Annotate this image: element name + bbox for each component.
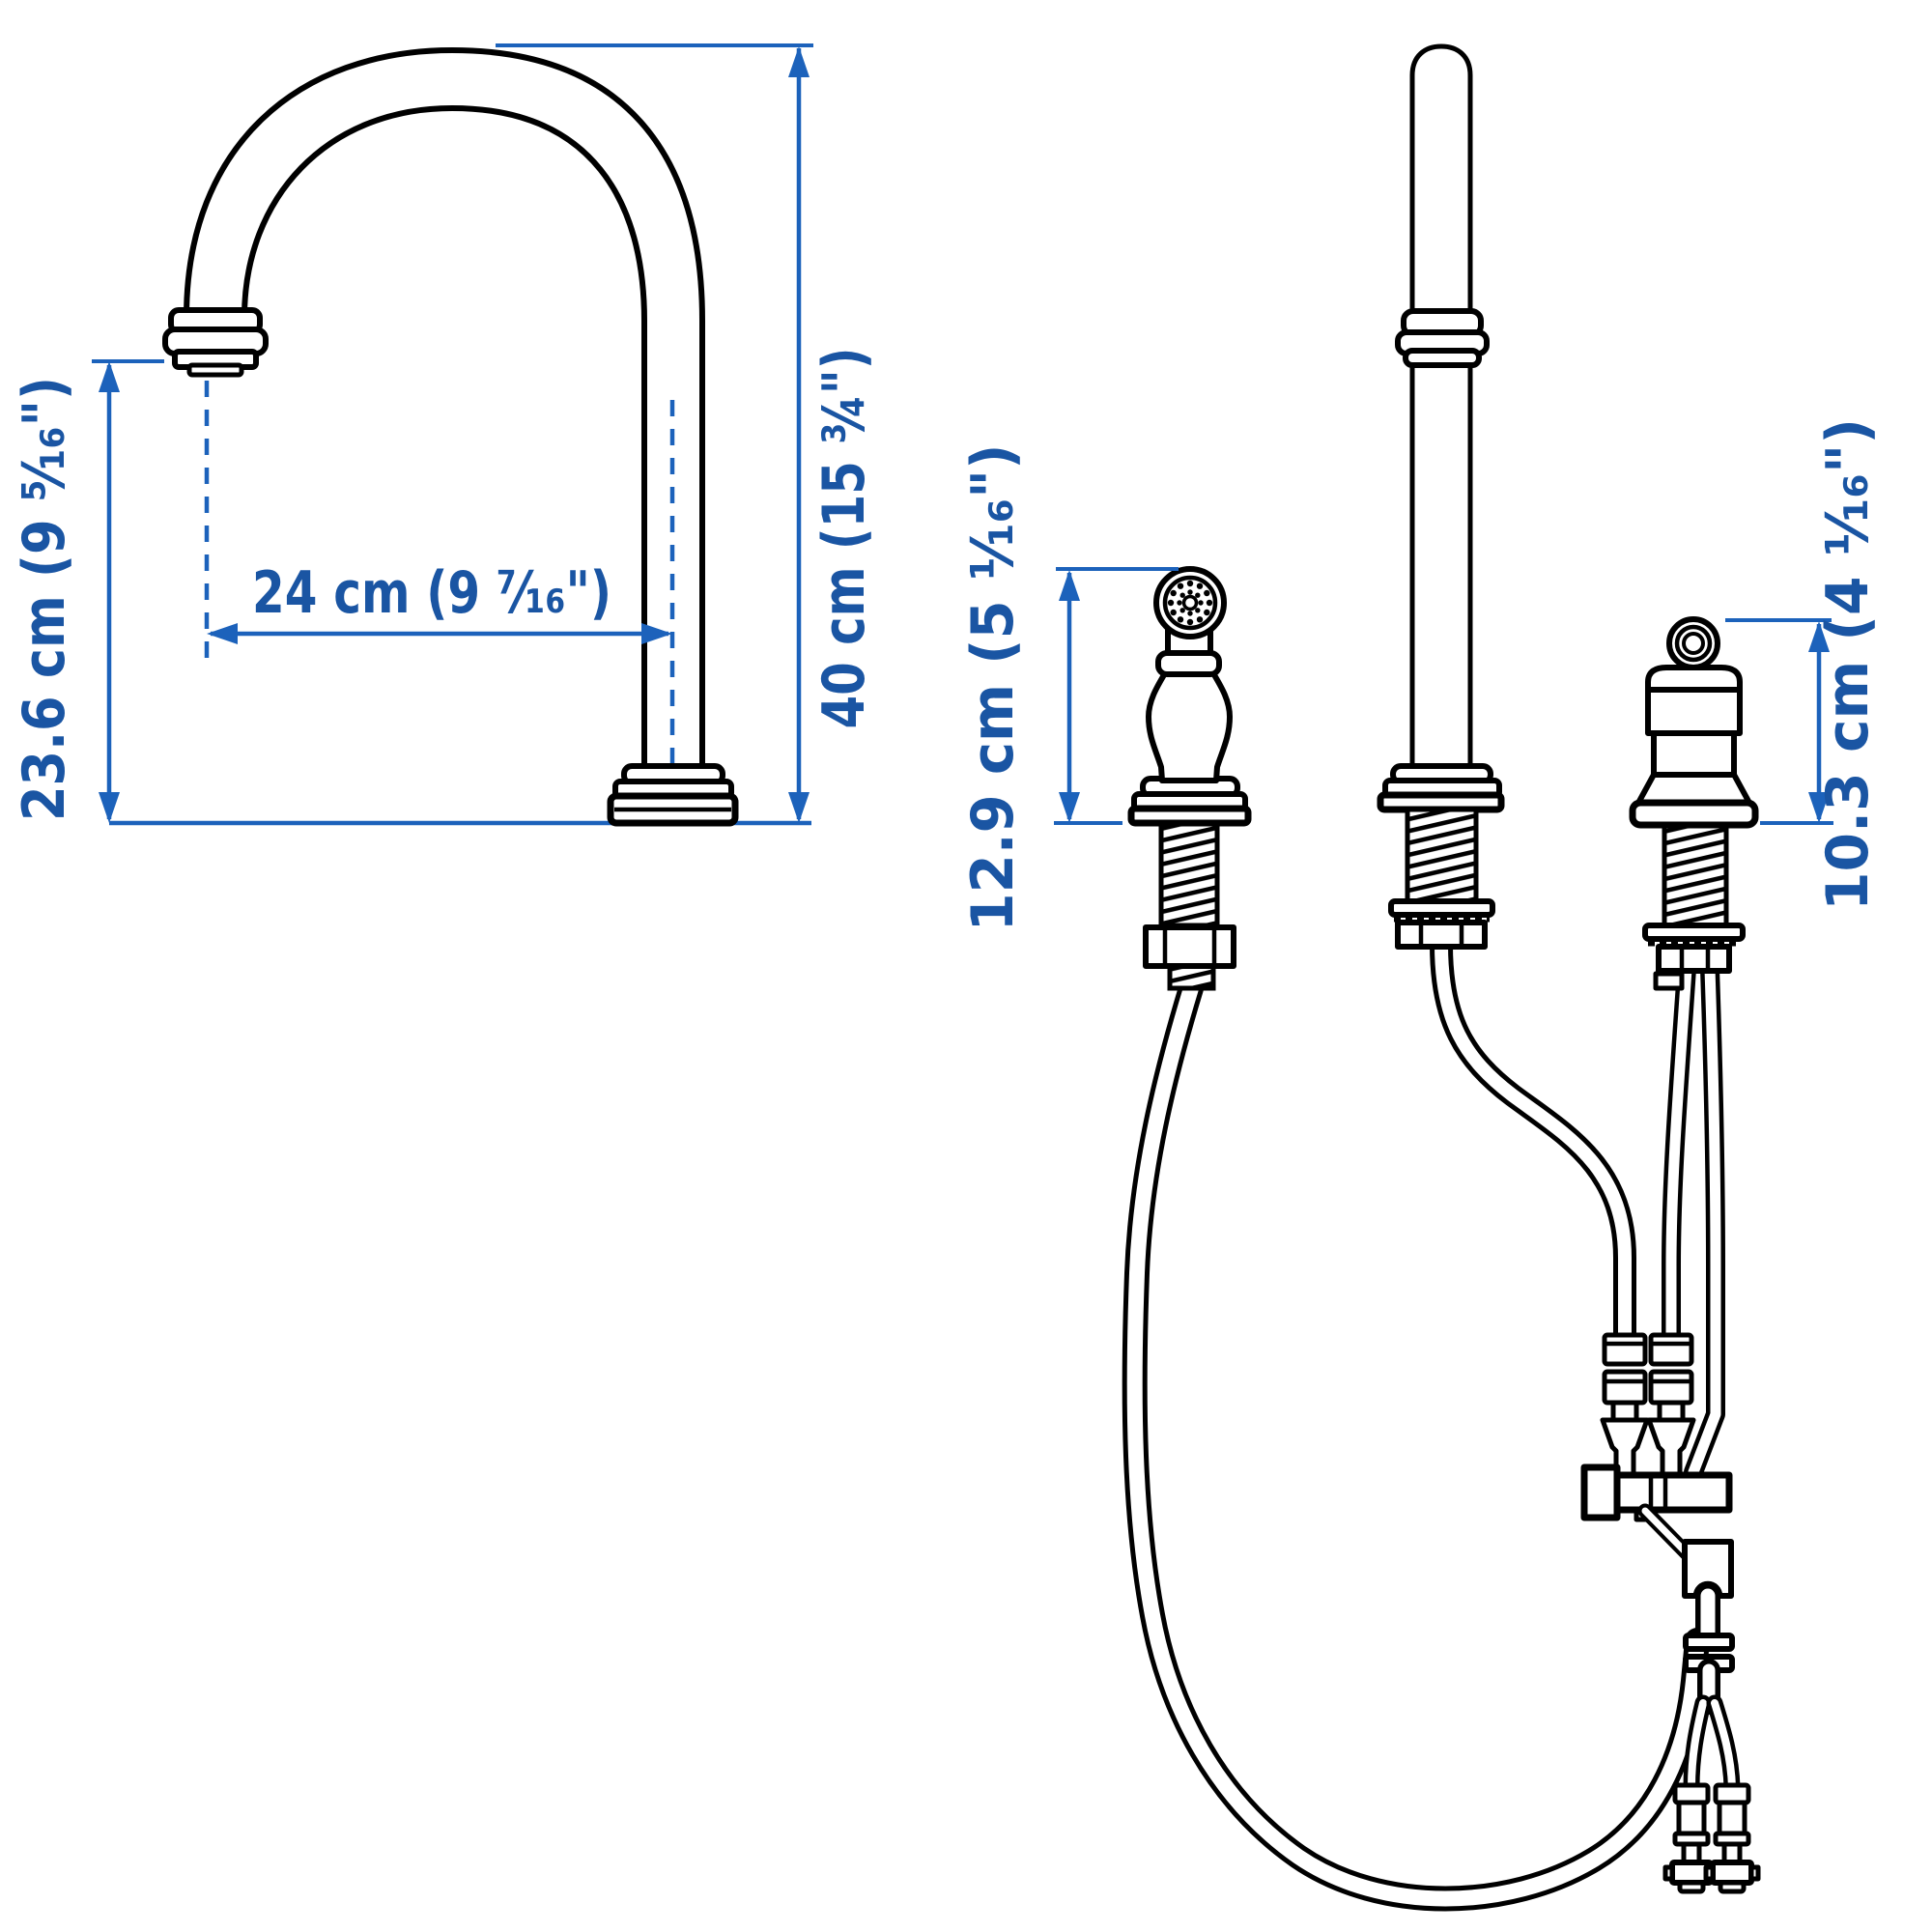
sprayer-threaded-shank bbox=[1158, 820, 1220, 928]
valve-tube-left-core bbox=[1665, 963, 1692, 1345]
sprayer-head bbox=[1153, 566, 1227, 639]
sprayer-head-face bbox=[1162, 575, 1218, 631]
connector-cap bbox=[1677, 1880, 1706, 1894]
sleeve bbox=[1602, 1369, 1648, 1406]
dim-label-spout-height: 23.6 cm (9 ⁵⁄₁₆") bbox=[11, 377, 78, 821]
supply-hose-core bbox=[1688, 1699, 1707, 1791]
faucet-hose-core bbox=[1435, 938, 1632, 1346]
valve-flange-disc bbox=[1629, 799, 1759, 829]
sprayer-flange bbox=[1127, 776, 1252, 827]
arrow-down-icon bbox=[788, 792, 810, 823]
collar-ring bbox=[1683, 1633, 1735, 1652]
faucet-flange bbox=[1377, 763, 1505, 813]
valve-step-fitting bbox=[1653, 971, 1685, 991]
manifold-assembly bbox=[1580, 1332, 1761, 1894]
sleeve bbox=[1648, 1369, 1694, 1406]
spout-base-flange bbox=[607, 763, 739, 827]
spout-side-view: 23.6 cm (9 ⁵⁄₁₆") 24 cm (9 ⁷⁄₁₆") 40 cm … bbox=[11, 43, 878, 827]
faucet-threaded-shank bbox=[1405, 807, 1479, 904]
arrow-right-icon bbox=[641, 623, 672, 644]
connector-body bbox=[1717, 1800, 1747, 1836]
arrow-up-icon bbox=[99, 361, 120, 392]
valve-washer bbox=[1642, 923, 1746, 942]
hoses bbox=[1122, 933, 1725, 1912]
arrow-down-icon bbox=[99, 792, 120, 823]
valve-body-lower bbox=[1651, 728, 1737, 778]
compression-fitting-right bbox=[1646, 1332, 1696, 1479]
flange-step bbox=[1127, 805, 1252, 827]
valve-body-upper bbox=[1645, 685, 1743, 736]
sleeve bbox=[1648, 1332, 1694, 1367]
connector-tab bbox=[1662, 1864, 1675, 1882]
spout-dimension-lines bbox=[92, 43, 813, 826]
faucet-riser-pipe bbox=[1409, 43, 1473, 771]
spray-nozzle-dots bbox=[1167, 580, 1213, 626]
knob-ring bbox=[1682, 632, 1705, 655]
valve-dome-cap bbox=[1645, 665, 1743, 693]
sprayer-grip-body bbox=[1146, 670, 1233, 783]
arrow-up-icon bbox=[1808, 621, 1830, 652]
tailpieces-view: 12.9 cm (5 ¹⁄₁₆") 10.3 cm (4 ¹⁄₁₆") bbox=[959, 43, 1882, 1912]
supply-connector-right bbox=[1703, 1782, 1761, 1894]
connector-collar bbox=[1713, 1782, 1751, 1805]
nozzle-center bbox=[1181, 594, 1199, 611]
sleeve bbox=[1602, 1332, 1648, 1367]
handspray-hose-core bbox=[1126, 980, 1705, 1907]
connector-tab bbox=[1748, 1864, 1761, 1882]
connector-body bbox=[1676, 1800, 1707, 1836]
arrow-down-icon bbox=[1059, 792, 1080, 823]
sprayer-hex-nut bbox=[1143, 924, 1236, 969]
arrow-down-icon bbox=[1808, 792, 1830, 823]
connector-cap bbox=[1718, 1880, 1747, 1894]
tailpiece-dimension-lines bbox=[1054, 567, 1833, 825]
neck bbox=[1610, 1400, 1639, 1423]
neck bbox=[1657, 1400, 1686, 1423]
outlet-aerator-lip bbox=[186, 362, 244, 378]
valve-locknut bbox=[1656, 944, 1732, 974]
faucet-body bbox=[1377, 43, 1505, 950]
handspray bbox=[1127, 566, 1252, 991]
spout-gooseneck-tube bbox=[184, 47, 705, 771]
arrow-up-icon bbox=[1059, 570, 1080, 601]
valve bbox=[1629, 616, 1759, 991]
connector-collar bbox=[1672, 1782, 1711, 1805]
supply-hose-core bbox=[1711, 1699, 1736, 1791]
faucet-washer bbox=[1388, 898, 1495, 918]
faucet-locknut bbox=[1395, 920, 1488, 950]
valve-threaded-shank bbox=[1662, 822, 1729, 928]
valve-tube-right-core bbox=[1688, 963, 1721, 1478]
knob-ring bbox=[1674, 624, 1713, 663]
connector-nut bbox=[1710, 1860, 1754, 1886]
manifold-end-cap bbox=[1580, 1463, 1621, 1521]
supply-connector-left bbox=[1662, 1782, 1720, 1894]
dim-label-sprayer-height: 12.9 cm (5 ¹⁄₁₆") bbox=[959, 444, 1027, 932]
arrow-left-icon bbox=[207, 623, 238, 644]
dim-label-valve-height: 10.3 cm (4 ¹⁄₁₆") bbox=[1814, 418, 1882, 911]
valve-top-knob bbox=[1666, 616, 1720, 670]
collar-ring bbox=[1403, 348, 1482, 368]
compression-fitting-left bbox=[1600, 1332, 1650, 1479]
sprayer-collar bbox=[1155, 650, 1222, 677]
dim-label-spout-reach: 24 cm (9 ⁷⁄₁₆") bbox=[252, 559, 611, 627]
manifold-bar bbox=[1613, 1471, 1733, 1514]
faucet-hose-outline bbox=[1430, 933, 1636, 1350]
spout-outlet bbox=[162, 307, 269, 378]
riser-collar bbox=[1395, 308, 1490, 368]
dim-label-total-height: 40 cm (15 ¾") bbox=[810, 348, 878, 729]
sprayer-thread-stub bbox=[1167, 963, 1216, 991]
arrow-up-icon bbox=[788, 46, 810, 77]
connector-tab bbox=[1703, 1864, 1716, 1882]
